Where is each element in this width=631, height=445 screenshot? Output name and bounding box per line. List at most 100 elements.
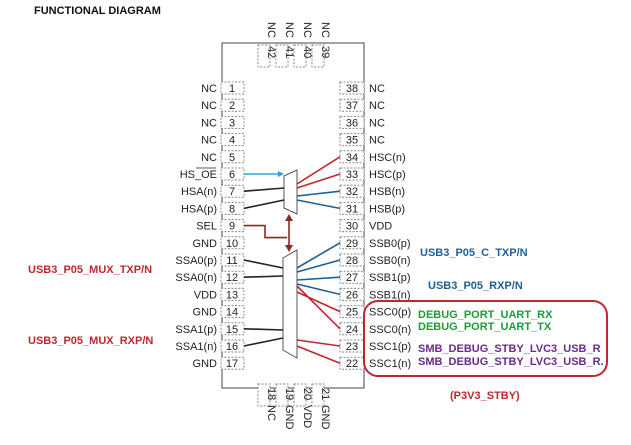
ss-switch <box>282 249 298 359</box>
pin-box <box>339 219 365 233</box>
pin-number: 35 <box>346 135 358 147</box>
signal-line <box>296 291 341 313</box>
pin-box <box>339 150 365 164</box>
pin-number: 30 <box>346 221 358 233</box>
pin-number: 23 <box>346 341 358 353</box>
signal-line <box>296 156 341 185</box>
pin-label: SSB1(p) <box>369 272 411 284</box>
pin-box <box>220 133 245 147</box>
annotation-debug-tx: DEBUG_PORT_UART_TX <box>418 321 552 333</box>
pin-box <box>220 287 245 301</box>
pin-number: 7 <box>229 186 235 198</box>
arrow-head <box>278 171 284 177</box>
pin-number: 36 <box>346 117 358 129</box>
pin-label: NC <box>265 405 277 421</box>
pin-label: HSC(n) <box>369 152 406 164</box>
diagram-title: FUNCTIONAL DIAGRAM <box>34 5 161 17</box>
pin-group: 1NC2NC3NC4NC5NC6HS_OE7HSA(n)8HSA(p)9SEL1… <box>175 22 411 430</box>
signal-line <box>296 173 341 189</box>
pin-box <box>339 253 365 267</box>
pin-label: HS_OE <box>180 169 217 181</box>
pin-label: SSC0(p) <box>369 307 411 319</box>
pin-box <box>339 201 365 215</box>
pin-label: SSC1(n) <box>369 358 411 370</box>
pin-label: NC <box>201 117 217 129</box>
pin-number: 19 <box>283 388 295 400</box>
top-pin: NC 42 <box>265 22 277 58</box>
pin-box <box>339 167 365 181</box>
pin-label: GND <box>193 238 218 250</box>
pin-box <box>339 184 365 198</box>
pin-label: GND <box>319 405 331 430</box>
pin-box <box>257 383 271 407</box>
pin-number: 26 <box>346 289 358 301</box>
pin-number: 20 <box>301 388 313 400</box>
mux-graphics <box>243 156 341 364</box>
pin-number: 8 <box>229 203 235 215</box>
pin-box <box>339 115 365 129</box>
signal-line <box>296 190 341 197</box>
annotation-usb3-rxp: USB3_P05_RXP/N <box>428 280 523 292</box>
signal-line <box>243 328 284 331</box>
pin-box <box>220 236 245 250</box>
pin-label: NC <box>265 22 277 38</box>
signal-line <box>243 187 285 192</box>
pin-number: 24 <box>346 324 358 336</box>
pin-box <box>339 133 365 147</box>
pin-number: 6 <box>229 169 235 181</box>
pin-number: 22 <box>346 358 358 370</box>
pin-number: 38 <box>346 83 358 95</box>
pin-label: VDD <box>369 221 392 233</box>
pin-number: 25 <box>346 307 358 319</box>
signal-line <box>296 345 341 364</box>
pin-label: SSA0(p) <box>175 255 217 267</box>
pin-number: 4 <box>229 135 235 147</box>
pin-number: 5 <box>229 152 235 164</box>
pin-box <box>311 44 325 68</box>
signal-line <box>296 276 341 281</box>
pin-label: HSA(n) <box>181 186 217 198</box>
signal-line <box>296 259 341 273</box>
pin-box <box>339 270 365 284</box>
pin-label: NC <box>201 135 217 147</box>
pin-label: NC <box>369 100 385 112</box>
annotation-usb3-mux-rxp: USB3_P05_MUX_RXP/N <box>28 335 153 347</box>
pin-number: 14 <box>226 307 238 319</box>
pin-label: NC <box>201 83 217 95</box>
pin-label: VDD <box>194 289 217 301</box>
pin-label: SSA1(n) <box>175 341 217 353</box>
pin-box <box>311 383 325 407</box>
pin-label: SSA1(p) <box>175 324 217 336</box>
pin-number: 13 <box>226 289 238 301</box>
pin-box <box>275 44 289 68</box>
hs-switch <box>283 169 298 215</box>
pin-number: 16 <box>226 341 238 353</box>
pin-number: 37 <box>346 100 358 112</box>
signal-line <box>243 259 284 269</box>
pin-box <box>293 44 307 68</box>
annotation-usb3-c-txp: USB3_P05_C_TXP/N <box>420 247 528 259</box>
annotation-smb-1: SMB_DEBUG_STBY_LVC3_USB_R <box>418 343 601 355</box>
pin-label: SSB0(p) <box>369 238 411 250</box>
pin-number: 27 <box>346 272 358 284</box>
pin-box <box>339 236 365 250</box>
pin-label: SEL <box>196 221 217 233</box>
signal-line <box>296 199 341 210</box>
pin-box <box>220 150 245 164</box>
pin-label: NC <box>201 152 217 164</box>
pin-box <box>220 81 245 95</box>
pin-label: GND <box>193 307 218 319</box>
arrow-head <box>285 214 293 221</box>
pin-number: 32 <box>346 186 358 198</box>
pin-number: 42 <box>265 46 277 58</box>
pin-number: 29 <box>346 238 358 250</box>
pin-label: NC <box>301 22 313 38</box>
pin-number: 3 <box>229 117 235 129</box>
